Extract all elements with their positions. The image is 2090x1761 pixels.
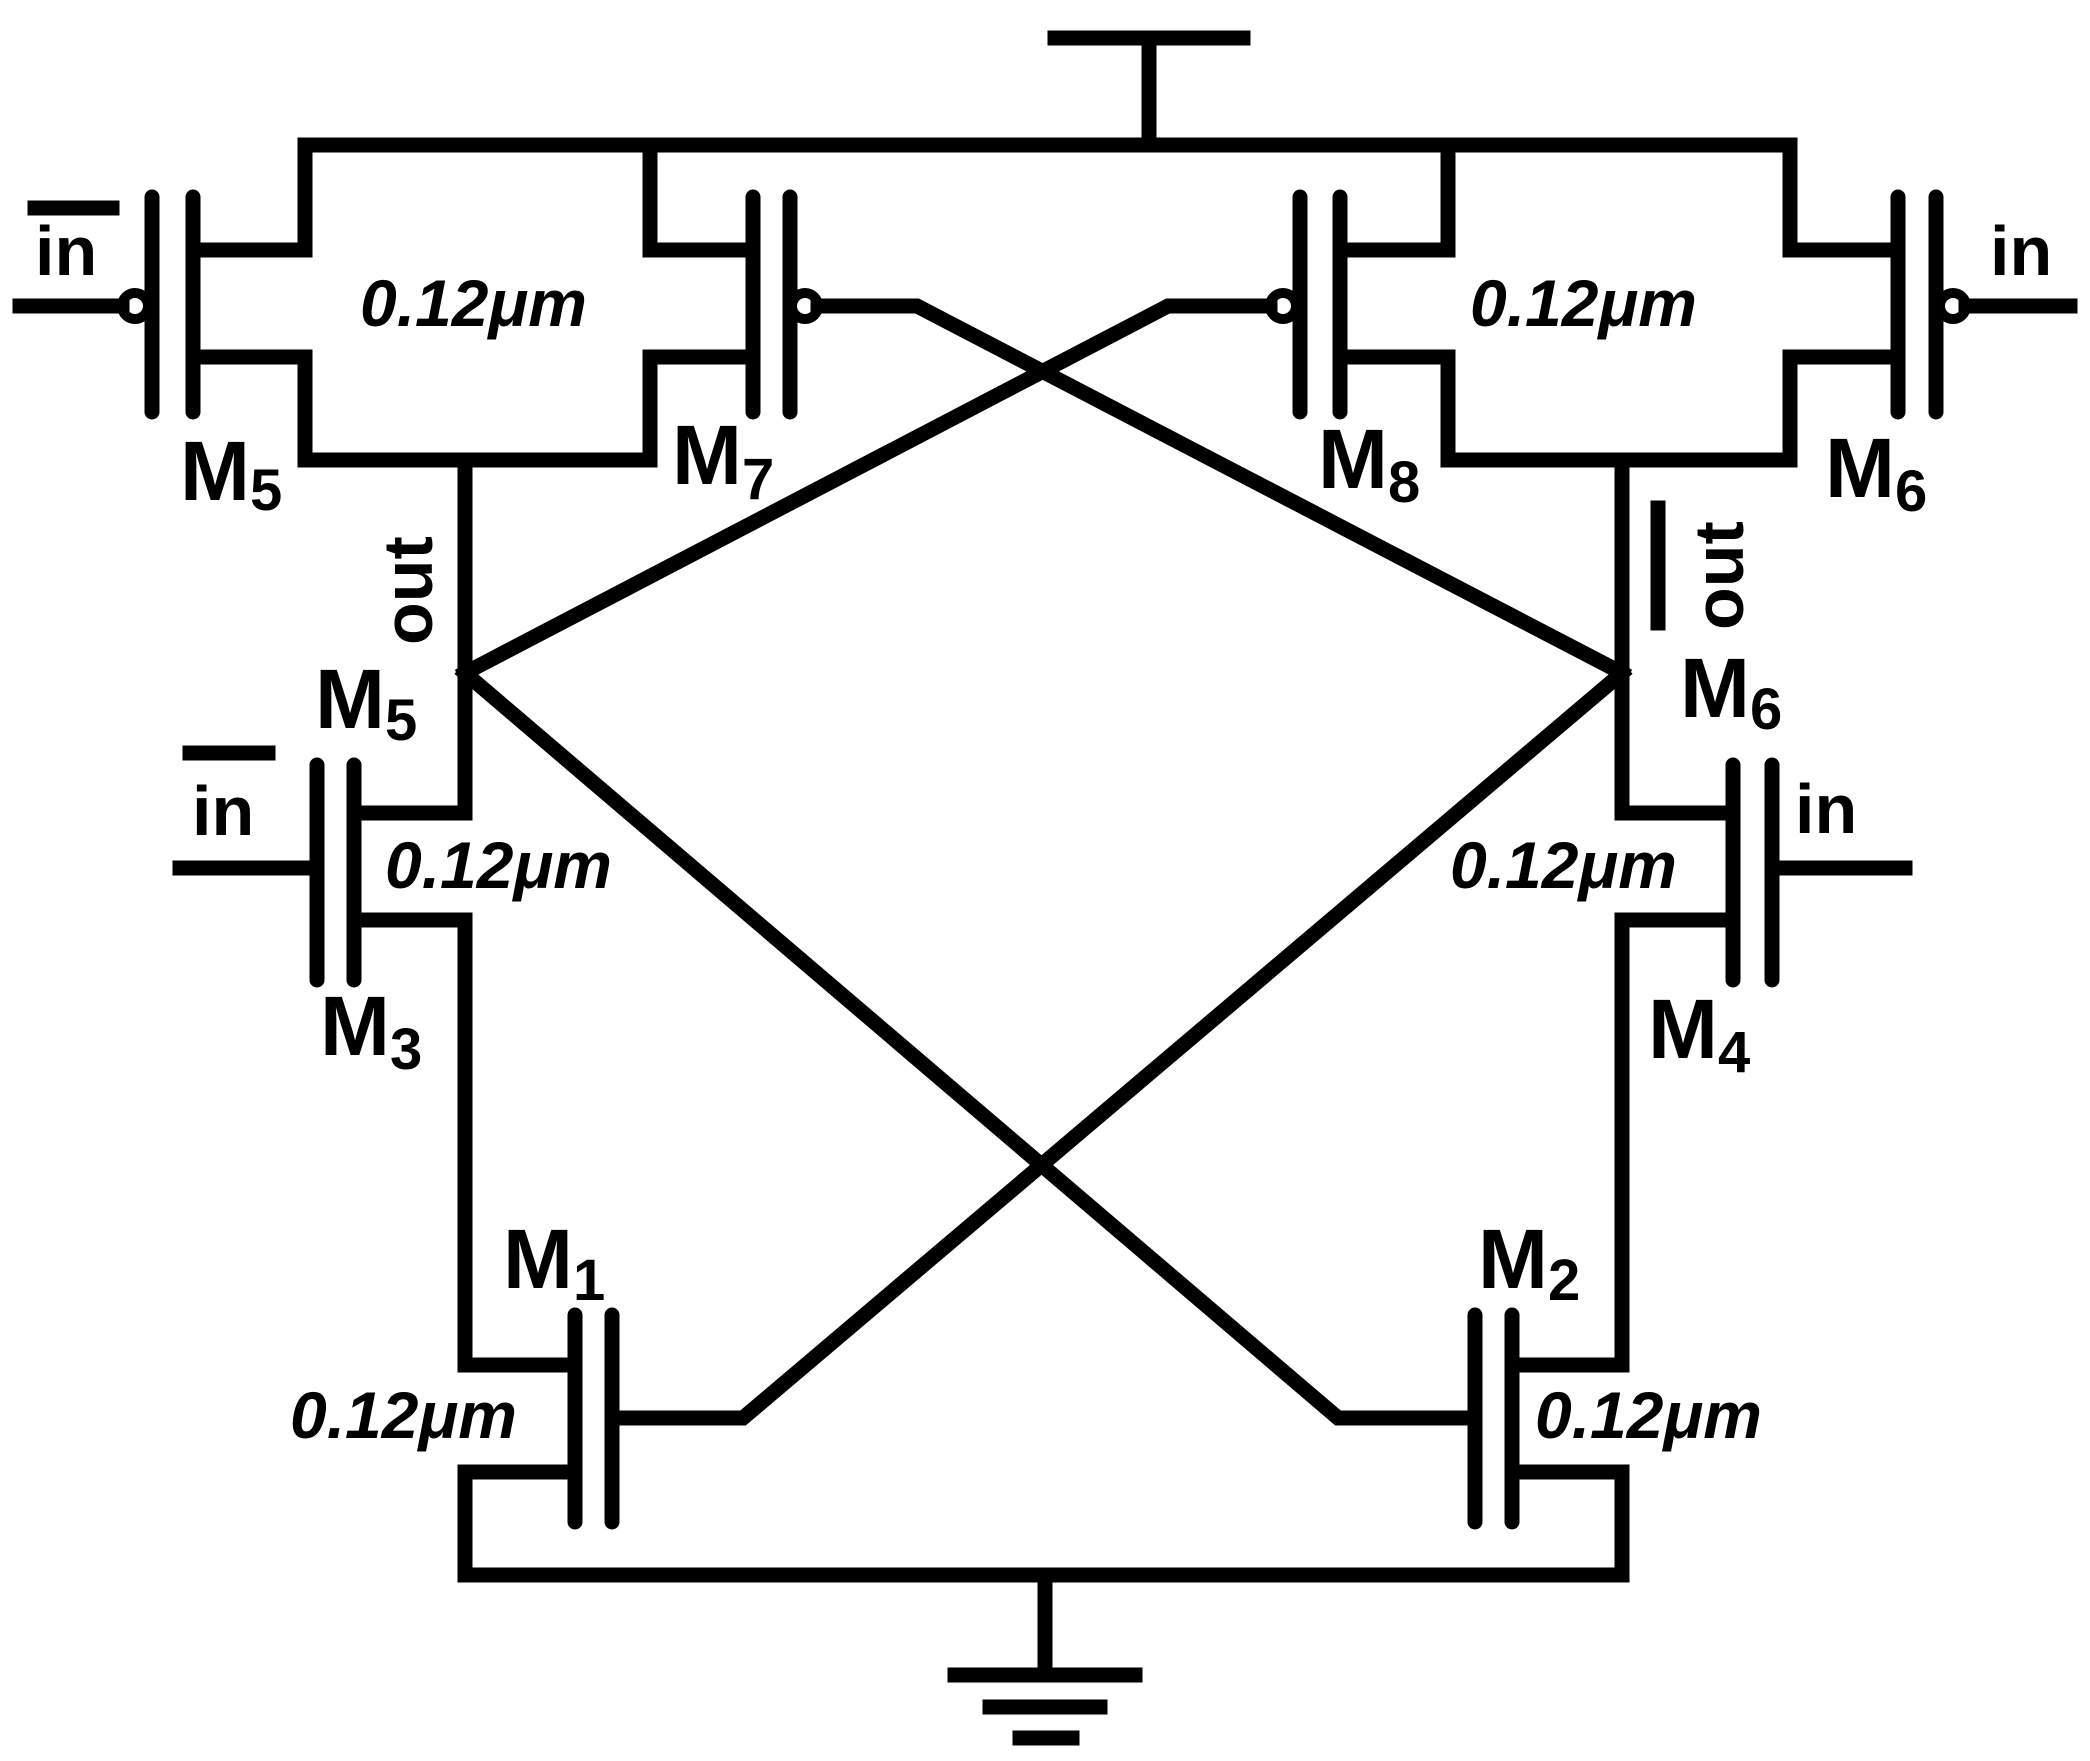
size-m1: 0.12μm [290, 1378, 517, 1452]
cross-coupling-bottom [454, 662, 1633, 1426]
label-m7: M7 [672, 408, 774, 512]
label-m1: M1 [503, 1212, 605, 1313]
size-m6-top: 0.12μm [1470, 266, 1697, 340]
signal-out: out [369, 536, 447, 645]
size-m4: 0.12μm [1450, 828, 1677, 902]
ground-rail [457, 1464, 1630, 1683]
label-m6-top: M6 [1825, 421, 1927, 524]
signal-in-bar-mid: in [182, 745, 276, 850]
svg-text:in: in [35, 212, 97, 290]
label-m5-top: M5 [180, 424, 282, 523]
transistor-m6-top [1782, 189, 2078, 468]
transistor-m2 [1447, 1307, 1630, 1530]
vdd-rail [297, 137, 1798, 258]
svg-text:in: in [192, 772, 254, 850]
label-m3: M3 [320, 979, 422, 1082]
size-m5-top: 0.12μm [360, 266, 587, 340]
signal-out-bar: out [1650, 500, 1758, 631]
cross-coupling-top [454, 298, 1633, 684]
transistor-m4 [1614, 757, 1913, 1373]
label-m8: M8 [1318, 412, 1420, 515]
transistor-m3 [172, 757, 473, 1373]
label-m5-mid: M5 [315, 652, 417, 753]
transistor-m7 [642, 189, 823, 468]
transistor-m1 [457, 1307, 626, 1530]
signal-in-bar-top: in [27, 200, 120, 290]
label-m4: M4 [1648, 982, 1750, 1085]
size-m3: 0.12μm [385, 828, 612, 902]
size-m2: 0.12μm [1535, 1378, 1762, 1452]
svg-text:out: out [1680, 521, 1758, 630]
vdd-supply-icon [1047, 30, 1251, 153]
ground-icon [947, 1667, 1143, 1746]
label-m2: M2 [1478, 1212, 1580, 1313]
signal-in-top: in [1990, 212, 2052, 290]
label-m6-mid: M6 [1680, 641, 1782, 742]
signal-in-mid: in [1795, 770, 1857, 848]
transistor-m5-top [12, 189, 313, 468]
